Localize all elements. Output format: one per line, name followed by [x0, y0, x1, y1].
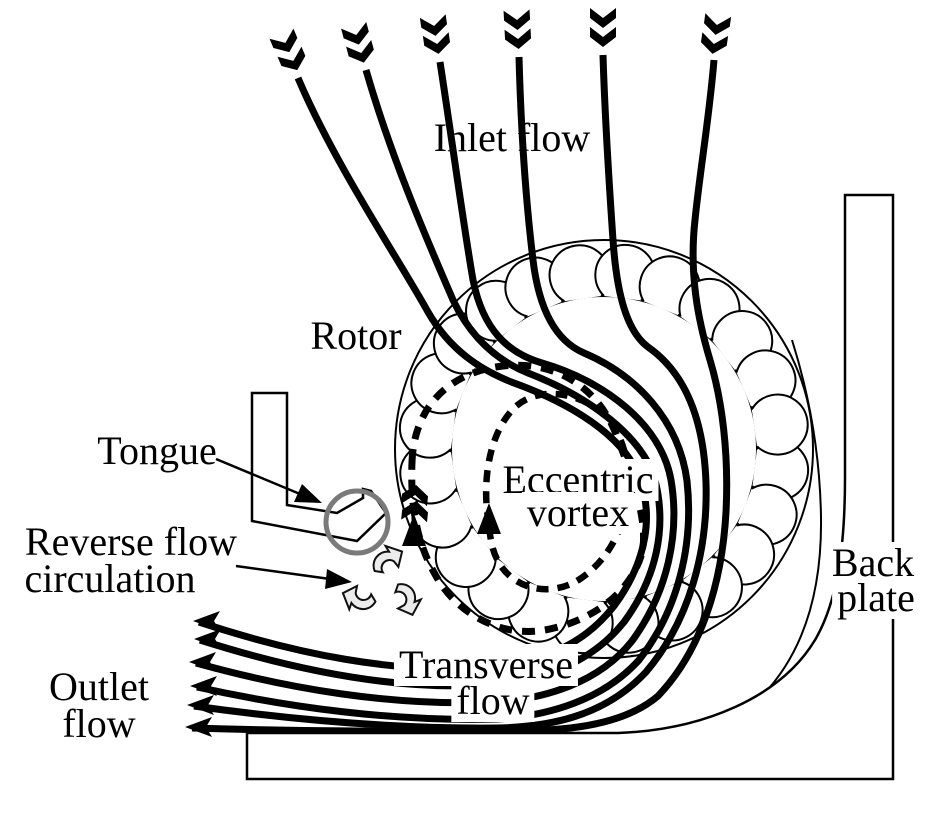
inlet-double-chevron-icon [269, 28, 302, 58]
outlet-arrowhead-icon [187, 695, 214, 715]
streamline [196, 56, 693, 723]
tongue-wall [250, 391, 388, 543]
outlet-flow-label-line2: flow [62, 701, 136, 746]
inlet-double-chevron-icon [699, 32, 729, 56]
reverse-flow-label-line1: Reverse flow [24, 519, 238, 564]
inlet-double-chevron-icon [504, 28, 532, 50]
inlet-double-chevron-icon [503, 9, 531, 31]
rotor-blade [750, 393, 809, 456]
outlet-arrowhead-icon [193, 611, 220, 631]
outlet-arrowheads [185, 611, 221, 737]
streamline [191, 59, 731, 735]
back-plate-label-line2: plate [832, 577, 920, 619]
curved-recirculation-arrow-icon [336, 578, 379, 620]
inlet-double-chevron-icon [419, 14, 449, 38]
curved-recirculation-arrow-icon [392, 582, 424, 617]
inlet-double-chevron-icon [590, 27, 616, 47]
inlet-double-chevron-icon [341, 21, 372, 48]
tongue-label: Tongue [97, 428, 217, 473]
pointer-arrows [215, 457, 352, 589]
inlet-double-chevron-icon [702, 13, 732, 37]
transverse-flow-label-line2: flow [451, 680, 535, 722]
label-pointer-arrow-icon [325, 569, 352, 589]
outlet-arrowhead-icon [189, 652, 216, 672]
rotor-blades [398, 243, 810, 655]
vortex-triangle-arrowhead-icon [477, 503, 501, 534]
eccentric-vortex-label-line2: vortex [521, 492, 635, 534]
reverse-flow-pointer-line [235, 564, 331, 581]
vortex-triangle-arrowhead-icon [402, 514, 426, 546]
label-pointer-arrow-icon [294, 484, 322, 503]
outlet-flow-label-line1: Outlet [49, 664, 149, 709]
streamline [195, 61, 678, 707]
tongue-highlight-circle [323, 488, 391, 556]
outlet-arrowhead-icon [190, 676, 217, 696]
tongue-pointer-line [215, 457, 301, 496]
inlet-flow-label: Inlet flow [433, 115, 591, 160]
rotor-label: Rotor [310, 313, 402, 358]
outlet-arrowhead-icon [194, 629, 221, 649]
inlet-double-chevron-icon [590, 8, 616, 28]
rotor-outer-circle [394, 239, 814, 659]
streamline [193, 54, 710, 732]
inlet-double-chevron-icon [277, 46, 310, 76]
inlet-double-chevron-icon [346, 39, 377, 66]
inlet-double-chevron-icon [422, 32, 452, 56]
transverse-flow-label-line1: Transverse [393, 644, 579, 686]
vortex-outer-dashed-loop [408, 361, 648, 635]
reverse-flow-label-line2: circulation [24, 556, 196, 601]
inlet-arrowheads [269, 8, 732, 76]
outlet-arrowhead-icon [185, 717, 212, 737]
